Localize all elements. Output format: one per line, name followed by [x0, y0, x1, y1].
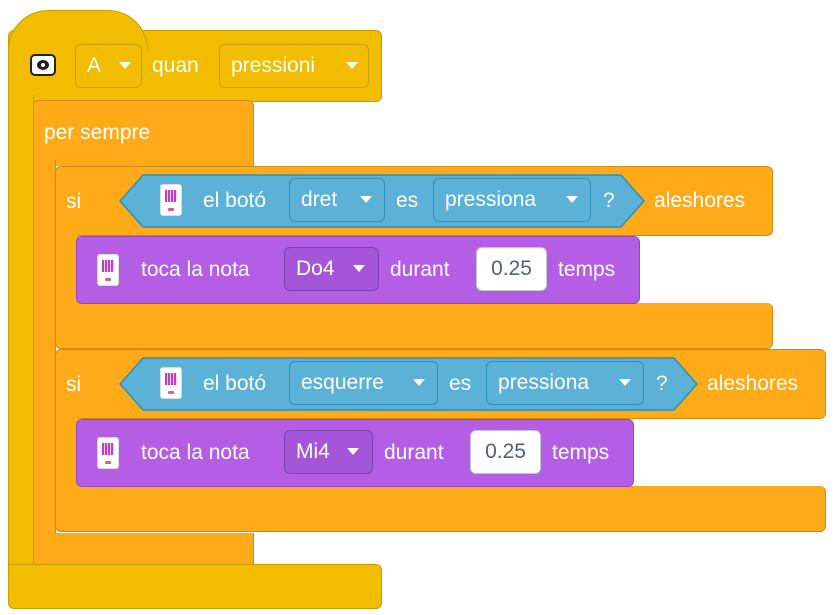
hat-button-value: A: [87, 54, 102, 77]
condition-1-button-value: dret: [301, 188, 338, 211]
play-note-1-unit-label: temps: [558, 258, 616, 281]
play-note-1-beats-input[interactable]: 0.25: [476, 247, 547, 291]
microbit-icon: [160, 367, 182, 399]
chevron-down-icon: [119, 62, 131, 69]
condition-2-es-label: es: [449, 372, 472, 395]
hat-event-value: pressioni: [231, 54, 316, 77]
if-block-2-bottom: [55, 486, 826, 532]
chevron-down-icon: [360, 196, 372, 203]
play-note-1-label: toca la nota: [141, 258, 250, 281]
event-hat-arm: [8, 95, 34, 575]
condition-1-es-label: es: [396, 189, 419, 212]
microbit-icon: [97, 254, 119, 286]
play-note-2-label: toca la nota: [141, 441, 250, 464]
condition-2-state-dropdown[interactable]: pressiona: [486, 361, 644, 405]
condition-2-label: el botó: [203, 372, 267, 395]
play-note-2-during-label: durant: [384, 441, 444, 464]
forever-arm: [32, 160, 56, 540]
chevron-down-icon: [347, 448, 359, 455]
if-2-then-label: aleshores: [707, 372, 799, 395]
event-hat-cap: [8, 10, 148, 50]
condition-1-label: el botó: [203, 189, 267, 212]
condition-1-state-dropdown[interactable]: pressiona: [433, 178, 591, 222]
forever-label: per sempre: [44, 121, 151, 144]
condition-2-state-value: pressiona: [498, 371, 590, 394]
play-note-1-note-value: Do4: [296, 257, 335, 280]
play-note-2-beats-input[interactable]: 0.25: [470, 430, 541, 474]
chevron-down-icon: [619, 379, 631, 386]
chevron-down-icon: [353, 265, 365, 272]
condition-2-question: ?: [656, 372, 668, 395]
hat-button-dropdown[interactable]: A: [75, 44, 142, 88]
play-note-1-during-label: durant: [390, 258, 450, 281]
microbit-icon: [97, 437, 119, 469]
condition-1-button-dropdown[interactable]: dret: [289, 178, 385, 222]
microbit-icon: [160, 184, 182, 216]
condition-1-state-value: pressiona: [445, 188, 537, 211]
if-block-1-bottom: [55, 303, 773, 349]
play-note-1-note-dropdown[interactable]: Do4: [284, 247, 379, 291]
condition-2-button-value: esquerre: [301, 371, 384, 394]
if-1-then-label: aleshores: [654, 189, 746, 212]
hat-event-dropdown[interactable]: pressioni: [219, 44, 369, 88]
play-note-2-note-dropdown[interactable]: Mi4: [284, 430, 373, 474]
if-1-si-label: si: [66, 190, 82, 213]
if-2-si-label: si: [66, 373, 82, 396]
chevron-down-icon: [346, 62, 358, 69]
hat-when-label: quan: [152, 54, 199, 77]
condition-1-question: ?: [603, 189, 615, 212]
hub-button-icon: [30, 54, 56, 76]
condition-2-button-dropdown[interactable]: esquerre: [289, 361, 438, 405]
chevron-down-icon: [413, 379, 425, 386]
play-note-2-unit-label: temps: [552, 441, 610, 464]
chevron-down-icon: [566, 196, 578, 203]
event-hat-bottom: [8, 564, 382, 609]
play-note-2-note-value: Mi4: [296, 440, 330, 463]
forever-block[interactable]: [32, 100, 254, 166]
